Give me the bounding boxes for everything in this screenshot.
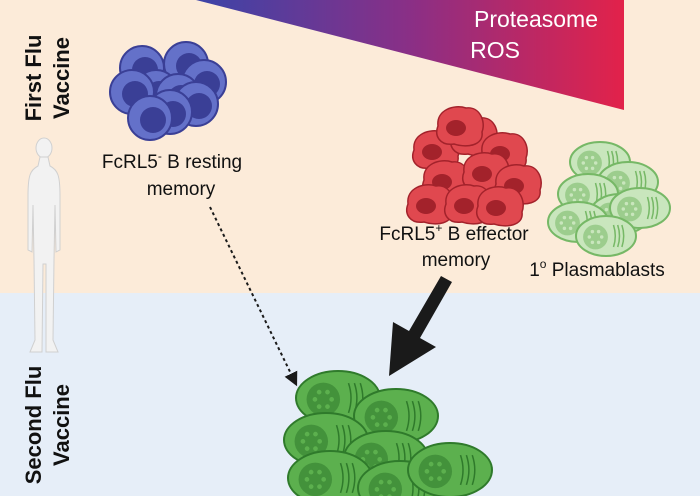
- resting-label-line2: memory: [147, 179, 216, 200]
- resting-memory-label: FcRL5- B resting memory: [102, 149, 242, 200]
- resting-label-rest: B resting: [162, 152, 242, 173]
- svg-text:FcRL5+ B effector: FcRL5+ B effector: [379, 221, 529, 245]
- effector-memory-label: FcRL5+ B effector memory: [379, 221, 529, 271]
- b-cell-cluster-icon: [109, 41, 227, 141]
- effector-label-sup: +: [435, 221, 442, 235]
- svg-text:FcRL5- B resting: FcRL5- B resting: [102, 149, 242, 173]
- wedge-label-ros: ROS: [470, 37, 520, 63]
- resting-cell: [127, 95, 173, 141]
- proteasome-ros-wedge: Proteasome ROS: [196, 0, 624, 110]
- effector-cell: [436, 106, 484, 147]
- plasmablast-cluster-icon: [547, 141, 671, 257]
- plasmablast-cell: [575, 215, 637, 257]
- second-vaccine-line1: Second Flu: [21, 366, 46, 485]
- resting-label-main: FcRL5: [102, 152, 158, 173]
- effector-label-rest: B effector: [442, 224, 529, 245]
- secondary-plasmablast-cluster-icon: [283, 370, 493, 496]
- plasmablasts-label-rest: Plasmablasts: [546, 260, 664, 281]
- second-vaccine-label: Second Flu Vaccine: [21, 366, 74, 485]
- effector-label-line2: memory: [422, 250, 491, 271]
- first-vaccine-line2: Vaccine: [49, 37, 74, 119]
- dotted-arrow: [209, 206, 298, 387]
- plasmablasts-label-sup: o: [540, 257, 547, 271]
- thick-arrow: [389, 276, 452, 376]
- secondary-plasmablast-cell: [407, 442, 493, 496]
- secondary-plasmablast-cell: [353, 388, 439, 444]
- effector-cell-cluster-icon: [406, 106, 542, 227]
- second-vaccine-line2: Vaccine: [49, 384, 74, 466]
- plasmablasts-label: 1o Plasmablasts: [529, 257, 665, 281]
- first-vaccine-label: First Flu Vaccine: [21, 35, 74, 122]
- first-vaccine-line1: First Flu: [21, 35, 46, 122]
- resting-label-sup: -: [158, 149, 162, 163]
- human-silhouette-icon: [27, 137, 61, 353]
- wedge-label-proteasome: Proteasome: [474, 6, 598, 32]
- plasmablast-cell: [609, 187, 671, 229]
- plasmablasts-label-prefix: 1: [529, 260, 540, 281]
- effector-cell: [476, 186, 524, 227]
- effector-label-main: FcRL5: [379, 224, 435, 245]
